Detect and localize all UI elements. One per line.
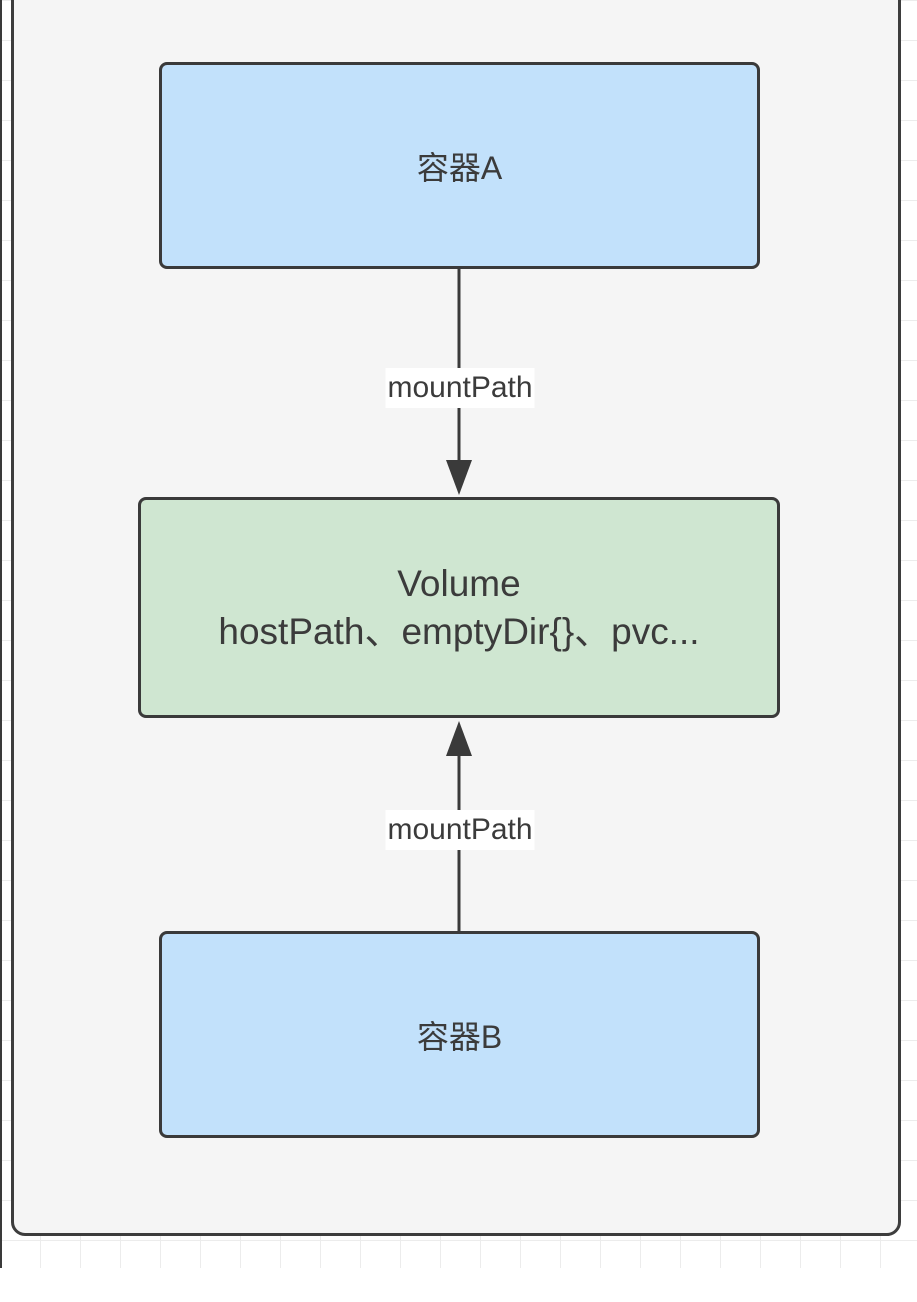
edge-label-mountpath-top: mountPath	[385, 368, 535, 408]
container-b-label: 容器B	[416, 1018, 503, 1055]
canvas-bottom-margin	[0, 1268, 917, 1302]
volume-title: Volume	[397, 562, 521, 604]
container-b-node[interactable]: 容器B	[159, 931, 760, 1138]
container-a-node[interactable]: 容器A	[159, 62, 760, 269]
canvas-left-edge	[0, 0, 2, 1302]
volume-types: hostPath、emptyDir{}、pvc...	[218, 610, 700, 652]
edge-label-mountpath-bottom: mountPath	[385, 810, 535, 850]
volume-node[interactable]: Volume hostPath、emptyDir{}、pvc...	[138, 497, 780, 718]
container-a-label: 容器A	[416, 149, 503, 186]
